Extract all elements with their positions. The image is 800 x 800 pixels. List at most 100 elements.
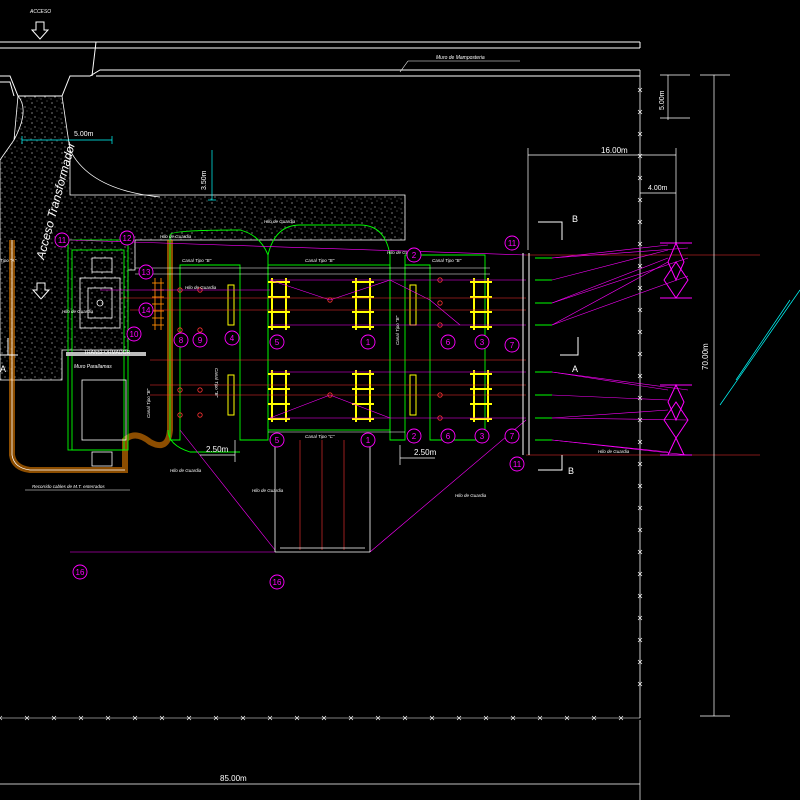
hilo-guardia-label-3: Hilo de Guardia [62,309,94,314]
gravel-area [0,95,406,381]
hilo-guardia-label-6: Hilo de Guardia [170,468,202,473]
bubble-label: 3 [480,338,485,347]
fence-post-icon [637,175,643,181]
dim-5m-right [660,74,690,120]
dim-16m-text: 16.00m [601,146,628,155]
bubble-b3a: 3 [474,334,490,350]
bubble-b1b: 1 [360,432,376,448]
isolator [409,284,417,326]
canal-lines [135,267,490,433]
hilo-guardia-label-9: Hilo de Guardia [598,449,630,454]
dim-2-5m-right-text: 2.50m [414,448,437,457]
bubble-b2a: 2 [406,247,422,263]
bubble-label: 13 [142,268,151,277]
hilo-guardia-label-8: Hilo de Guardia [455,493,487,498]
hilo-guardia-label-4: Hilo de Guardia [264,219,296,224]
dim-2-5m-left-text: 2.50m [206,445,229,454]
transmission-tower-1 [660,241,692,299]
bubble-b16b: 16 [269,574,285,590]
muro-parallamas [66,352,146,356]
dim-85m-text: 85.00m [220,774,247,783]
muro-mamposteria-label: Muro de Mamposteria [436,55,485,61]
hilo-guardia-label-7: Hilo de Guardia [252,488,284,493]
section-a-left-label: A [0,364,6,374]
insulator-marker [177,327,183,333]
fence-post-icon [637,307,643,313]
fence-post-icon [0,715,3,721]
bubble-b7a: 7 [504,337,520,353]
hilo-guardia-label-5: Hilo de Guardia [387,250,419,255]
bubble-label: 3 [480,432,485,441]
fence-post-icon [637,263,643,269]
fence-post-icon [637,351,643,357]
fence-post-icon [637,87,643,93]
outgoing-lines [551,244,689,456]
enclosure-outline [11,240,125,471]
section-a-right-label: A [572,364,578,374]
bubble-label: 9 [198,336,203,345]
left-bus-rack [152,278,164,330]
bubble-b11c: 11 [54,232,70,248]
bubble-label: 6 [446,338,451,347]
fence-post-icon [637,549,643,555]
right-gantry [522,253,530,455]
bubble-b11b: 11 [509,456,525,472]
bubble-b12: 12 [119,230,135,246]
canal-a-label: Tipo "A" [0,258,17,263]
canal-b-label-2: Canal Tipo "B" [305,258,335,263]
fence-post-icon [637,483,643,489]
canal-b-label-1: Canal Tipo "B" [182,258,212,263]
dim-5m-top-text: 5.00m [74,131,94,138]
guard-wires [69,239,527,553]
fence-post-icon [637,593,643,599]
bubble-b5a: 5 [269,334,285,350]
switchgear-equipment [177,277,492,422]
dead-end-insulators [535,257,552,441]
dim-70m [700,74,730,717]
bubble-label: 1 [366,436,371,445]
dim-4m-text: 4.00m [648,185,668,192]
bubble-label: 2 [412,432,417,441]
bubble-label: 8 [179,336,184,345]
fence-post-icon [637,241,643,247]
bubble-label: 14 [142,306,151,315]
isolator [227,284,235,326]
transformer [79,257,127,467]
fence-post-icon [637,219,643,225]
transformer-slab [67,239,129,451]
section-b-top-label: B [572,214,578,224]
fence-post-icon [637,373,643,379]
fence-post-icon [637,527,643,533]
gravel-curve-left [13,95,24,141]
dim-16m [527,148,677,250]
diagonal-line [719,289,800,406]
acceso-label: ACCESO [29,9,51,15]
fence-post-icon [637,329,643,335]
fence-post-icon [637,615,643,621]
fence-post-icon [637,439,643,445]
recorrido-cables-label: Recorrido cables de M.T. enterrados [32,484,105,489]
bubble-b5b: 5 [269,432,285,448]
fence-post-icon [637,417,643,423]
conductors [120,254,760,550]
bubble-b6a: 6 [440,334,456,350]
hilo-guardia-label-2: Hilo de Guardia [185,285,217,290]
dim-3-5m-text: 3.50m [201,170,208,190]
bubble-b16a: 16 [72,564,88,580]
bubble-b1a: 1 [360,334,376,350]
section-a-left-icon [0,338,18,356]
breaker-bay [268,278,290,330]
bubble-b14: 14 [138,302,154,318]
bubble-b6b: 6 [440,428,456,444]
muro-label-leader-tick [399,60,409,73]
breaker-bay [470,278,492,330]
bubble-label: 5 [275,436,280,445]
canal-b-label-3: Canal Tipo "B" [432,258,462,263]
bubble-label: 11 [513,460,522,469]
fence-post-icon [637,395,643,401]
insulator-marker [197,327,203,333]
bubble-label: 12 [123,234,132,243]
dim-2-5m-right [399,445,435,465]
bubble-label: 11 [58,236,67,245]
